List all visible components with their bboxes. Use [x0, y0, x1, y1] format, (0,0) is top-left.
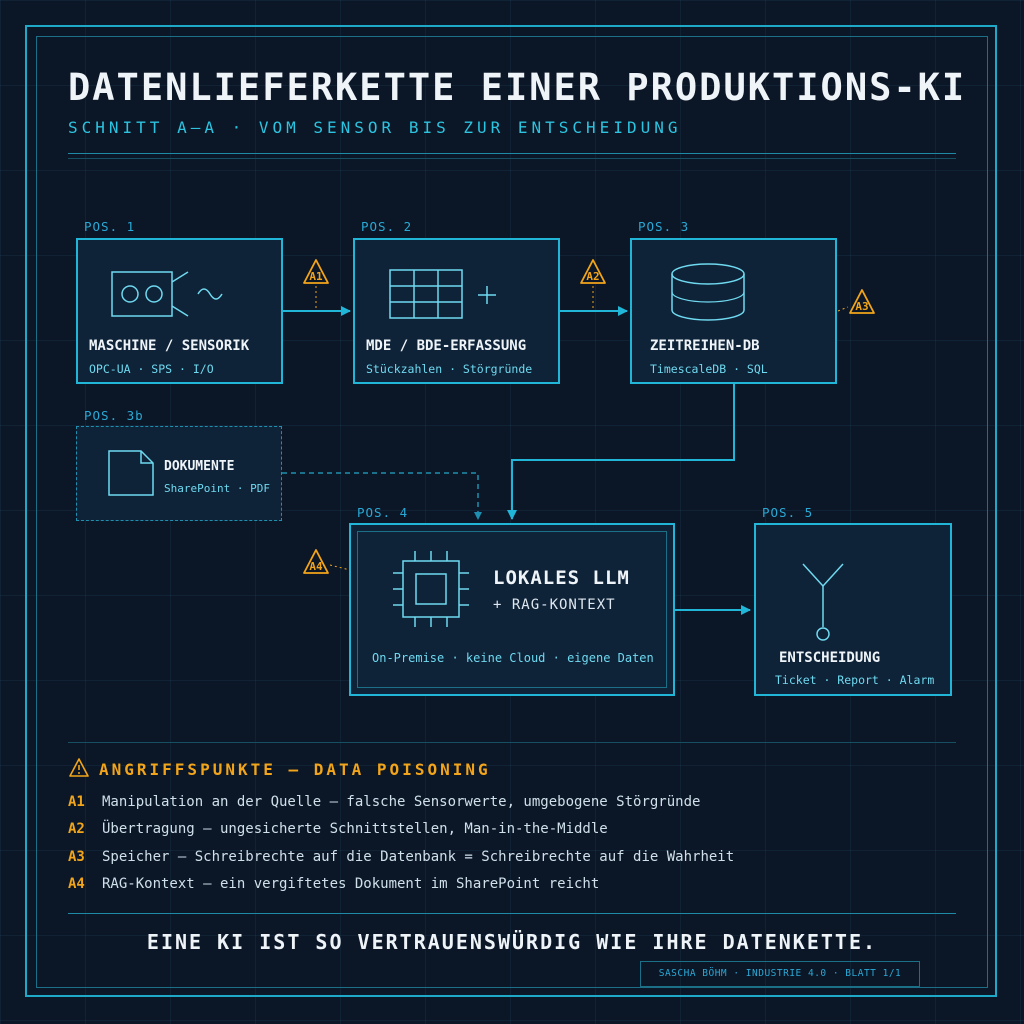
- attack-id: A3: [68, 849, 85, 865]
- node-1-name: MASCHINE / SENSORIK: [89, 338, 250, 354]
- node-2-name: MDE / BDE-ERFASSUNG: [366, 338, 527, 354]
- pos-label-2: POS. 2: [361, 219, 413, 234]
- page-subtitle: SCHNITT A–A · VOM SENSOR BIS ZUR ENTSCHE…: [68, 118, 682, 137]
- attack-text: RAG-Kontext — ein vergiftetes Dokument i…: [102, 876, 600, 892]
- footer-rule: [68, 913, 956, 914]
- a3-label: A3: [855, 300, 868, 313]
- node-3b-detail: SharePoint · PDF: [164, 482, 270, 495]
- attack-marker-a4[interactable]: A4: [302, 548, 330, 580]
- pos-label-3b: POS. 3b: [84, 408, 144, 423]
- node-decision[interactable]: ENTSCHEIDUNG Ticket · Report · Alarm: [754, 523, 952, 696]
- arrow-3-to-4: [507, 384, 735, 520]
- attack-marker-a3[interactable]: A3: [848, 288, 876, 320]
- pos-label-1: POS. 1: [84, 219, 136, 234]
- node-5-name: ENTSCHEIDUNG: [779, 650, 881, 666]
- node-4-name-secondary: + RAG-KONTEXT: [493, 597, 616, 613]
- attacks-list: A1 Manipulation an der Quelle — falsche …: [68, 794, 956, 904]
- warning-triangle-icon: A3: [849, 289, 875, 314]
- attacks-heading: ANGRIFFSPUNKTE — DATA POISONING: [99, 760, 491, 779]
- outer-frame: [25, 25, 997, 997]
- node-documents[interactable]: DOKUMENTE SharePoint · PDF: [76, 426, 282, 521]
- node-2-detail: Stückzahlen · Störgründe: [366, 362, 533, 376]
- node-3-detail: TimescaleDB · SQL: [650, 362, 768, 376]
- chip-icon: [393, 551, 469, 627]
- a1-label: A1: [309, 270, 323, 283]
- pos-label-4: POS. 4: [357, 505, 409, 520]
- attack-text: Speicher — Schreibrechte auf die Datenba…: [102, 849, 735, 865]
- node-3b-name: DOKUMENTE: [164, 459, 235, 474]
- attack-marker-a2[interactable]: A2: [579, 258, 607, 290]
- footer-message: EINE KI IST SO VERTRAUENSWÜRDIG WIE IHRE…: [146, 930, 878, 954]
- node-3-name: ZEITREIHEN-DB: [650, 338, 760, 354]
- attacks-top-rule: [68, 742, 956, 743]
- node-local-llm[interactable]: LOKALES LLM + RAG-KONTEXT On-Premise · k…: [349, 523, 675, 696]
- attack-id: A1: [68, 794, 85, 810]
- database-icon: [671, 263, 745, 321]
- header-rule-secondary: [68, 158, 956, 159]
- page-title: DATENLIEFERKETTE EINER PRODUKTIONS-KI: [68, 66, 967, 109]
- warning-triangle-icon: A4: [303, 549, 329, 574]
- inner-frame: [36, 36, 988, 988]
- node-5-detail: Ticket · Report · Alarm: [775, 673, 935, 687]
- sensor-icon: [111, 271, 223, 317]
- attack-text: Übertragung — ungesicherte Schnittstelle…: [102, 821, 608, 837]
- warning-triangle-icon: A2: [580, 259, 606, 284]
- attack-marker-a1[interactable]: A1: [302, 258, 330, 290]
- node-mde-bde[interactable]: MDE / BDE-ERFASSUNG Stückzahlen · Störgr…: [353, 238, 560, 384]
- node-4-inner-frame: [357, 531, 667, 688]
- attack-text: Manipulation an der Quelle — falsche Sen…: [102, 794, 701, 810]
- a2-label: A2: [586, 270, 599, 283]
- table-grid-icon: [389, 269, 496, 319]
- node-timeseries-db[interactable]: ZEITREIHEN-DB TimescaleDB · SQL: [630, 238, 837, 384]
- a3-leader: [837, 306, 849, 312]
- pos-label-3: POS. 3: [638, 219, 690, 234]
- pos-label-5: POS. 5: [762, 505, 814, 520]
- a4-label: A4: [309, 560, 323, 573]
- warning-triangle-icon: A1: [303, 259, 329, 284]
- node-4-name: LOKALES LLM: [493, 567, 630, 589]
- fork-icon: [802, 563, 844, 641]
- a4-leader: [329, 564, 351, 571]
- header-rule: [68, 153, 956, 154]
- arrow-3b-to-4: [282, 472, 482, 520]
- node-4-detail: On-Premise · keine Cloud · eigene Daten: [372, 651, 654, 665]
- attack-id: A4: [68, 876, 85, 892]
- document-icon: [108, 450, 154, 496]
- signature-block: SASCHA BÖHM · INDUSTRIE 4.0 · BLATT 1/1: [640, 961, 920, 987]
- warning-icon: [69, 758, 89, 777]
- node-1-detail: OPC-UA · SPS · I/O: [89, 362, 214, 376]
- node-machine-sensor[interactable]: MASCHINE / SENSORIK OPC-UA · SPS · I/O: [76, 238, 283, 384]
- attack-id: A2: [68, 821, 85, 837]
